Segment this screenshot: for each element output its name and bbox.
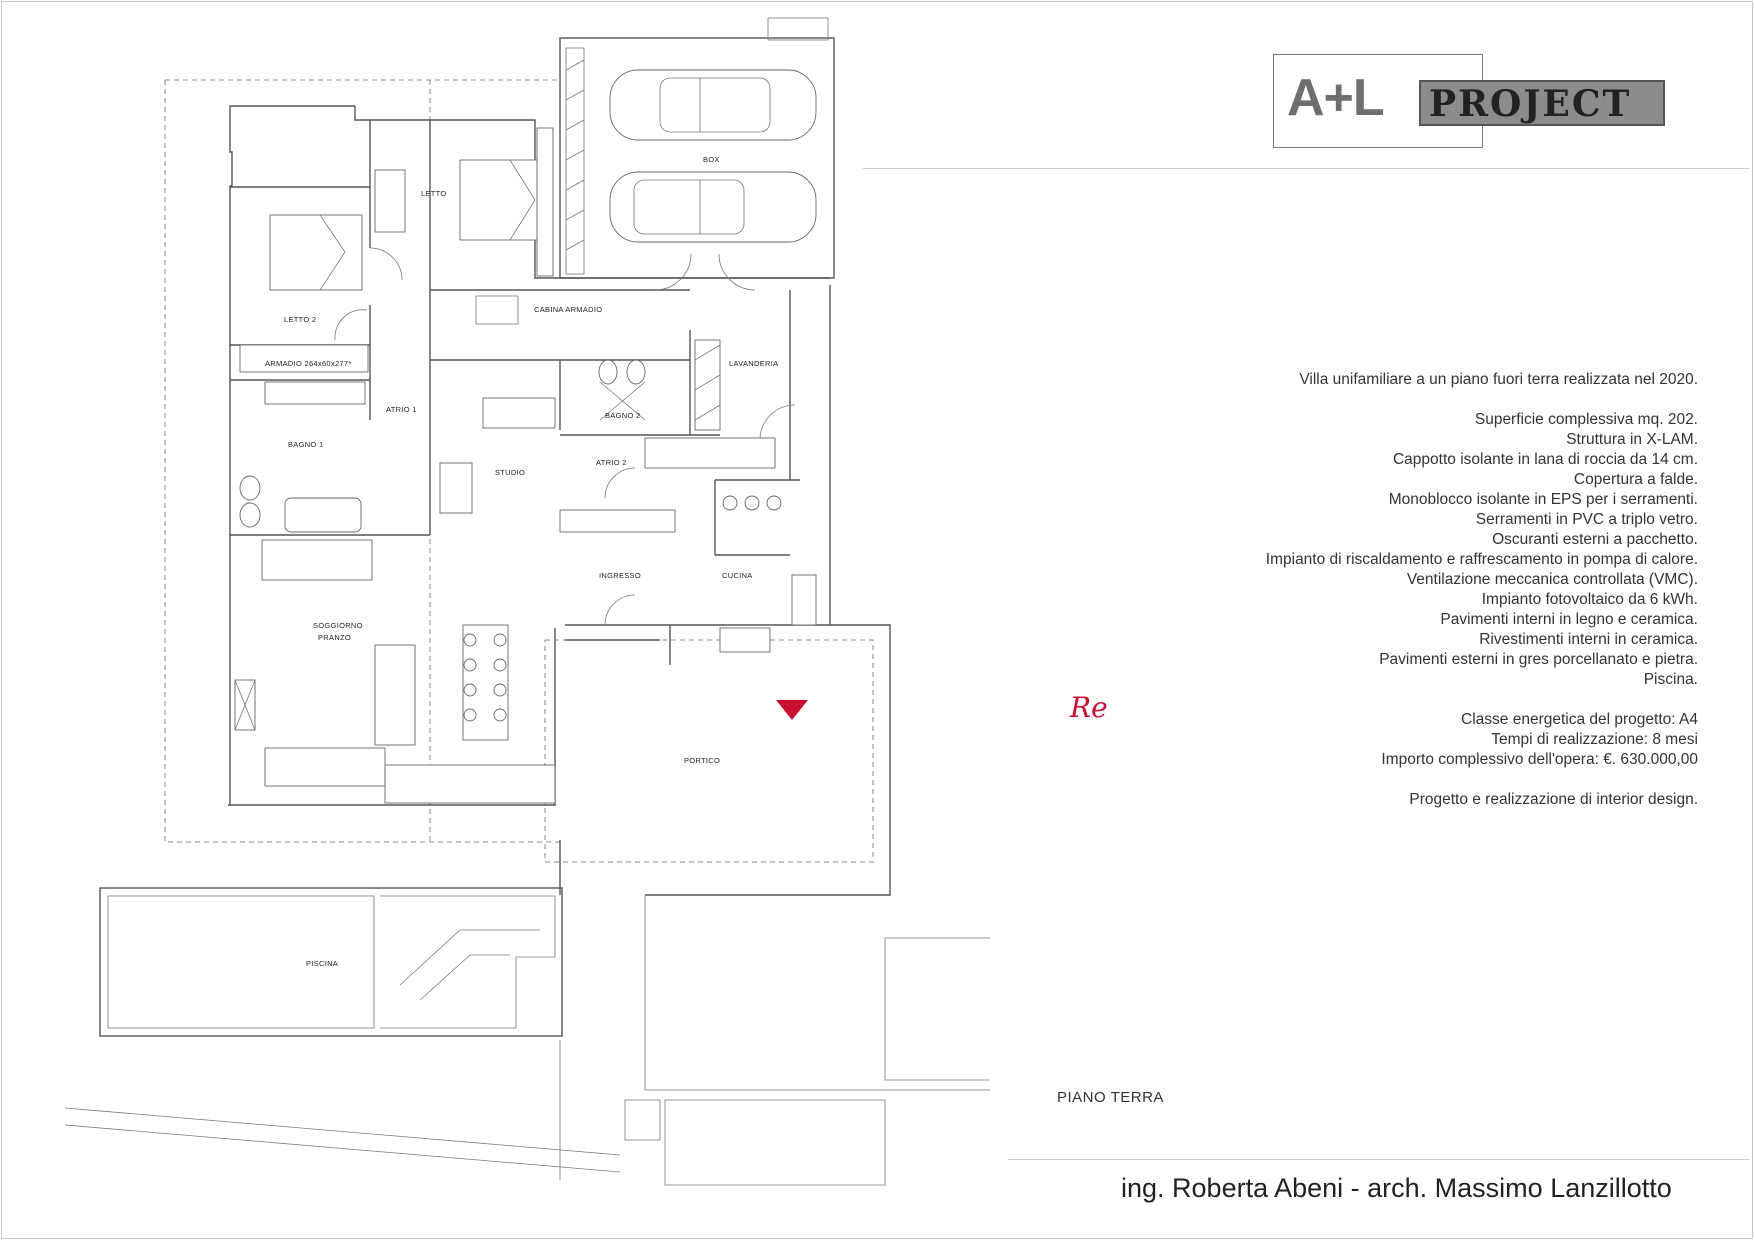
footer-rule xyxy=(1008,1159,1750,1160)
car-icon xyxy=(609,171,817,243)
logo-project-text: PROJECT xyxy=(1429,83,1632,125)
room-label-letto2: LETTO 2 xyxy=(284,315,316,324)
description-line: Serramenti in PVC a triplo vetro. xyxy=(1475,511,1698,528)
logo-project-badge: PROJECT xyxy=(1419,80,1665,126)
bed-letto2 xyxy=(269,214,363,291)
header-rule xyxy=(863,168,1750,169)
room-label-portico: PORTICO xyxy=(684,756,720,765)
room-label-soggiorno: SOGGIORNO xyxy=(313,621,363,630)
room-label-lavanderia: LAVANDERIA xyxy=(729,359,778,368)
description-line: Classe energetica del progetto: A4 xyxy=(1461,711,1698,728)
description-line xyxy=(1138,390,1698,410)
room-label-letto: LETTO xyxy=(421,189,447,198)
description-line: Impianto fotovoltaico da 6 kWh. xyxy=(1481,591,1698,608)
watermark-arrow xyxy=(776,700,808,720)
sofa xyxy=(374,644,416,746)
car-icon xyxy=(609,69,817,141)
description-line: Impianto di riscaldamento e raffrescamen… xyxy=(1265,551,1698,568)
credits: ing. Roberta Abeni - arch. Massimo Lanzi… xyxy=(1121,1173,1672,1203)
description-line: Pavimenti interni in legno e ceramica. xyxy=(1440,611,1698,628)
room-label-box: BOX xyxy=(703,155,720,164)
description-line: Oscuranti esterni a pacchetto. xyxy=(1492,531,1698,548)
description-line: Villa unifamiliare a un piano fuori terr… xyxy=(1299,371,1698,388)
sofa xyxy=(264,747,386,787)
project-description: Villa unifamiliare a un piano fuori terr… xyxy=(1138,370,1698,810)
logo-al: A+L xyxy=(1287,69,1385,127)
description-line: Importo complessivo dell'opera: €. 630.0… xyxy=(1381,751,1698,768)
description-line: Piscina. xyxy=(1643,671,1698,688)
description-line xyxy=(1138,770,1698,790)
room-label-piscina: PISCINA xyxy=(306,959,338,968)
room-label-studio: STUDIO xyxy=(495,468,525,477)
room-label-ingresso: INGRESSO xyxy=(599,571,641,580)
description-line: Superficie complessiva mq. 202. xyxy=(1474,411,1698,428)
description-line: Tempi di realizzazione: 8 mesi xyxy=(1491,731,1698,748)
garage-hatch xyxy=(565,47,585,275)
room-label-atrio2: ATRIO 2 xyxy=(596,458,627,467)
description-line: Cappotto isolante in lana di roccia da 1… xyxy=(1392,451,1698,468)
room-label-armadio: ARMADIO 264x60x277* xyxy=(265,359,352,368)
description-line: Struttura in X-LAM. xyxy=(1566,431,1698,448)
room-label-atrio1: ATRIO 1 xyxy=(386,405,417,414)
pool-outline xyxy=(99,887,563,1037)
room-label-cucina: CUCINA xyxy=(722,571,753,580)
floor-label: PIANO TERRA xyxy=(1057,1089,1164,1106)
room-label-pranzo: PRANZO xyxy=(318,633,351,642)
description-line: Ventilazione meccanica controllata (VMC)… xyxy=(1406,571,1698,588)
room-label-cabina: CABINA ARMADIO xyxy=(534,305,602,314)
room-label-bagno1: BAGNO 1 xyxy=(288,440,323,449)
description-line: Pavimenti esterni in gres porcellanato e… xyxy=(1379,651,1698,668)
room-label-bagno2: BAGNO 2 xyxy=(605,411,640,420)
description-line: Copertura a falde. xyxy=(1573,471,1698,488)
description-line xyxy=(1138,690,1698,710)
watermark-text: Re xyxy=(1069,691,1108,724)
company-logo: A+L PROJECT xyxy=(1273,54,1670,148)
sofa xyxy=(261,539,373,581)
description-line: Progetto e realizzazione di interior des… xyxy=(1409,791,1698,808)
description-line: Monoblocco isolante in EPS per i serrame… xyxy=(1388,491,1698,508)
description-line: Rivestimenti interni in ceramica. xyxy=(1479,631,1698,648)
